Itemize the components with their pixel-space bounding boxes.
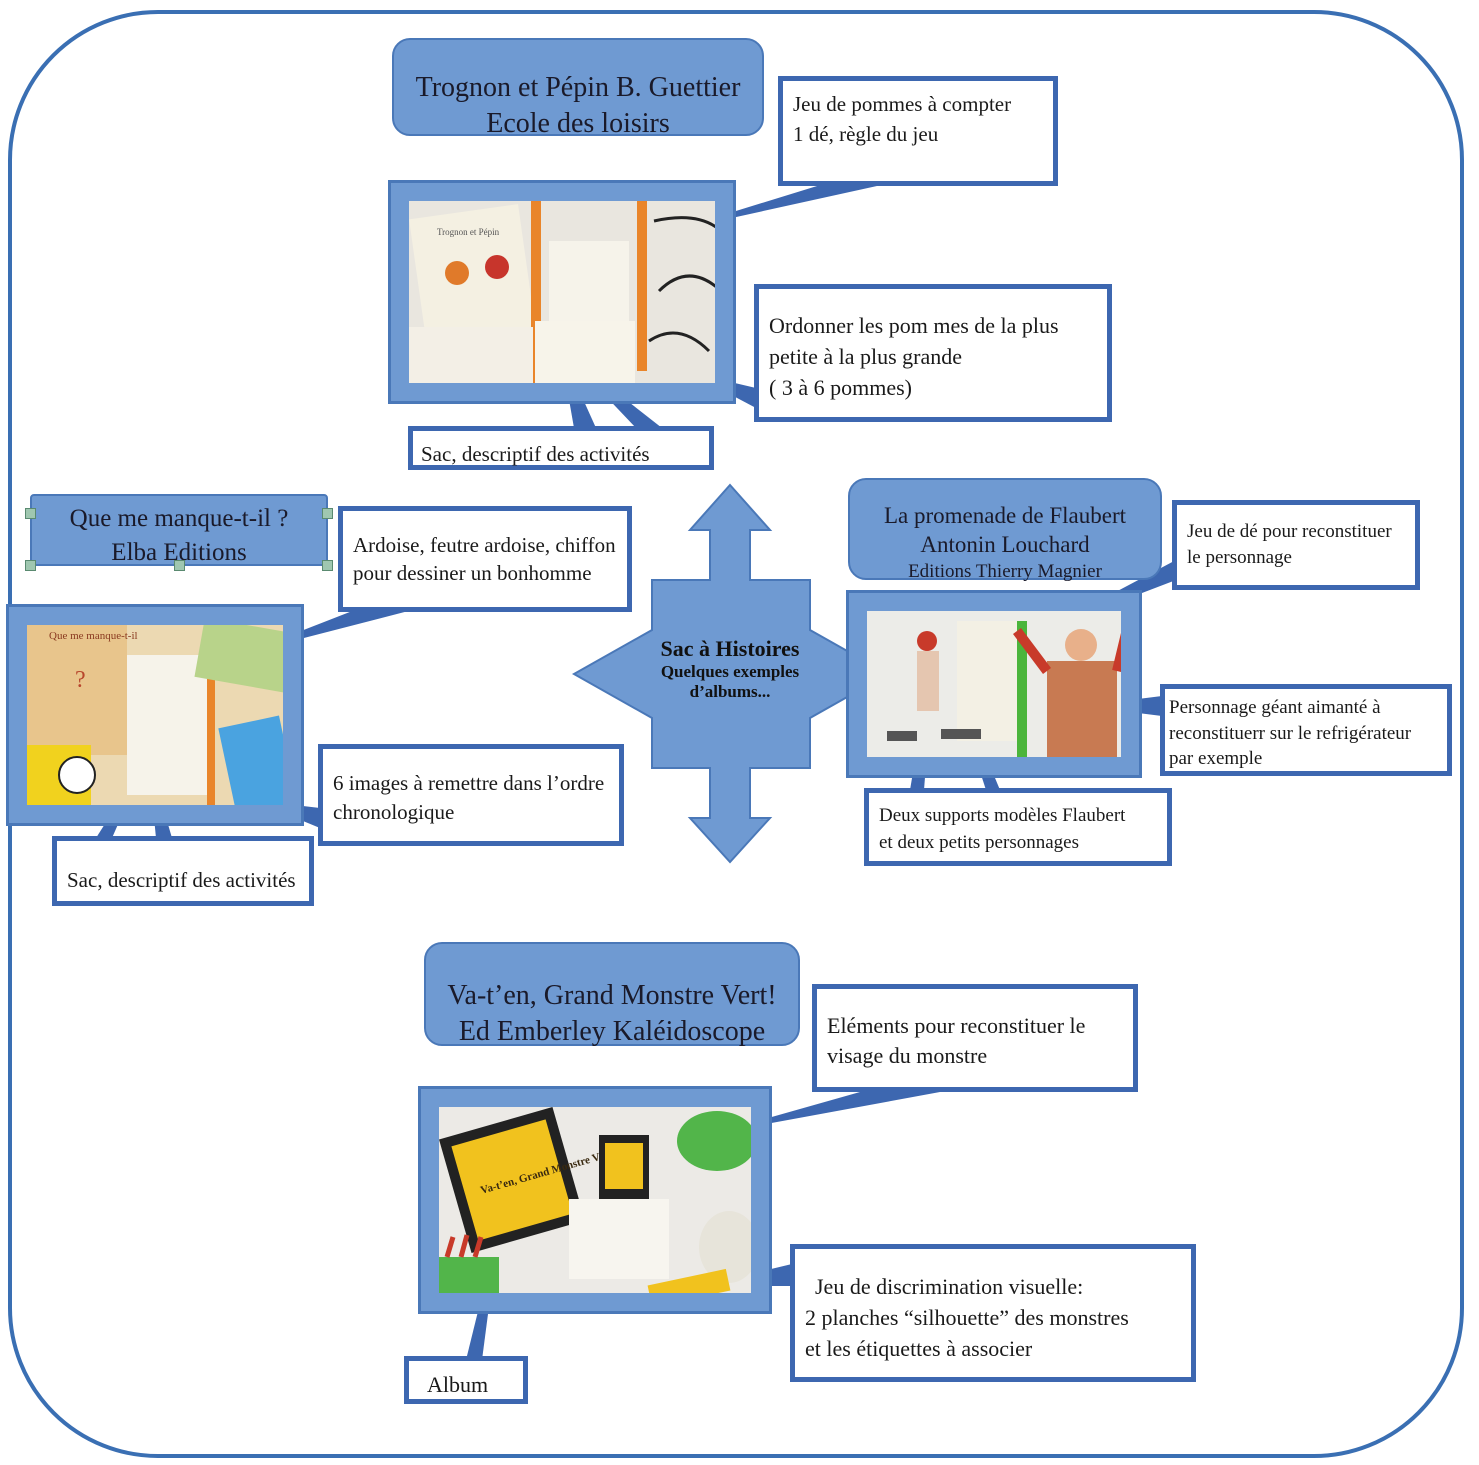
callout-flaubert-de-line2: le personnage [1187,546,1292,568]
callout-monstre-jeu-line2: 2 planches “silhouette” des monstres [805,1305,1129,1331]
photo-trognon-illustration: Trognon et Pépin [409,201,715,383]
title-monstre-line1: Va-t’en, Grand Monstre Vert! [447,980,777,1011]
title-trognon: Trognon et Pépin B. Guettier Ecole des l… [392,38,764,139]
callout-flaubert-geant-line3: par exemple [1169,748,1263,770]
callout-monstre-elements-line1: Eléments pour reconstituer le [827,1013,1086,1038]
center-subtitle-line1: Quelques exemples [660,662,800,681]
callout-flaubert-supports-line2: et deux petits personnages [879,831,1079,853]
callout-flaubert-supports: Deux supports modèles Flaubert et deux p… [864,788,1172,866]
callout-trognon-sac: Sac, descriptif des activités [408,426,714,470]
callout-flaubert-geant: Personnage géant aimanté à reconstituerr… [1160,684,1452,776]
title-trognon-line1: Trognon et Pépin B. Guettier [415,72,741,103]
callout-flaubert-geant-line1: Personnage géant aimanté à [1169,697,1381,718]
callout-trognon-jeu-line2: 1 dé, règle du jeu [793,122,939,147]
photo-monstre-inner: Va-t’en, Grand Monstre Vert ! [439,1107,751,1293]
callout-monstre-jeu-line3: et les étiquettes à associer [805,1336,1033,1362]
title-trognon-line2: Ecole des loisirs [486,108,670,140]
title-monstre-line2: Ed Emberley Kaléidoscope [458,1016,766,1048]
photo-manque: ? Que me manque-t-il [6,604,304,826]
title-manque-line1: Que me manque-t-il ? [69,505,289,532]
callout-manque-images: 6 images à remettre dans l’ordre chronol… [318,744,624,846]
photo-manque-booktitle: Que me manque-t-il [49,630,138,642]
photo-manque-illustration: ? Que me manque-t-il [27,625,283,805]
central-cross-arrow [571,483,891,864]
callout-manque-images-line2: chronologique [333,800,455,825]
callout-monstre-jeu-line1: Jeu de discrimination visuelle: [815,1274,1084,1299]
callout-flaubert-supports-line1: Deux supports modèles Flaubert [879,805,1126,826]
callout-flaubert-de: Jeu de dé pour reconstituer le personnag… [1172,500,1420,590]
callout-trognon-jeu-line1: Jeu de pommes à compter [793,92,1012,116]
title-flaubert: La promenade de Flaubert Antonin Louchar… [848,478,1162,582]
title-flaubert-line3: Editions Thierry Magnier [908,560,1102,582]
photo-trognon: Trognon et Pépin [388,180,736,404]
center-title: Sac à Histoires [660,636,800,661]
photo-flaubert-illustration [867,611,1121,757]
photo-trognon-booktitle: Trognon et Pépin [437,227,500,237]
callout-manque-sac-text: Sac, descriptif des activités [67,868,296,892]
callout-trognon-ordonner-line3: ( 3 à 6 pommes) [769,374,912,400]
callout-trognon-jeu: Jeu de pommes à compter 1 dé, règle du j… [778,76,1058,186]
photo-monstre-illustration: Va-t’en, Grand Monstre Vert ! [439,1107,751,1293]
selection-handle[interactable] [322,560,333,571]
svg-text:?: ? [75,667,86,693]
title-monstre: Va-t’en, Grand Monstre Vert! Ed Emberley… [424,942,800,1047]
selection-handle[interactable] [174,560,185,571]
callout-trognon-ordonner-line1: Ordonner les pom mes de la plus [769,313,1059,338]
callout-manque-ardoise: Ardoise, feutre ardoise, chiffon pour de… [338,506,632,612]
callout-monstre-jeu: Jeu de discrimination visuelle: 2 planch… [790,1244,1196,1382]
callout-trognon-ordonner-line2: petite à la plus grande [769,343,963,369]
callout-manque-sac: Sac, descriptif des activités [52,836,314,906]
photo-flaubert [846,590,1142,778]
callout-manque-ardoise-line1: Ardoise, feutre ardoise, chiffon [353,533,616,557]
callout-trognon-sac-text: Sac, descriptif des activités [421,442,650,466]
photo-trognon-inner: Trognon et Pépin [409,201,715,383]
photo-flaubert-inner [867,611,1121,757]
callout-monstre-album: Album [404,1356,528,1404]
selection-handle[interactable] [25,560,36,571]
callout-monstre-elements-line2: visage du monstre [827,1042,988,1068]
photo-monstre: Va-t’en, Grand Monstre Vert ! [418,1086,772,1314]
photo-manque-inner: ? Que me manque-t-il [27,625,283,805]
center-label: Sac à Histoires Quelques exemples d’albu… [610,636,850,702]
callout-flaubert-de-line1: Jeu de dé pour reconstituer [1187,521,1392,542]
selection-handle[interactable] [322,508,333,519]
title-flaubert-line1: La promenade de Flaubert [883,503,1127,528]
title-manque: Que me manque-t-il ? Elba Editions [30,494,328,566]
callout-trognon-ordonner: Ordonner les pom mes de la plus petite à… [754,284,1112,422]
callout-manque-images-line1: 6 images à remettre dans l’ordre [333,771,605,795]
callout-monstre-album-text: Album [427,1372,489,1397]
center-subtitle-line2: d’albums... [689,682,771,701]
selection-handle[interactable] [25,508,36,519]
callout-manque-ardoise-line2: pour dessiner un bonhomme [353,561,592,586]
callout-monstre-elements: Eléments pour reconstituer le visage du … [812,984,1138,1092]
callout-flaubert-geant-line2: reconstituerr sur le refrigérateur [1169,722,1412,744]
title-flaubert-line2: Antonin Louchard [920,531,1090,557]
